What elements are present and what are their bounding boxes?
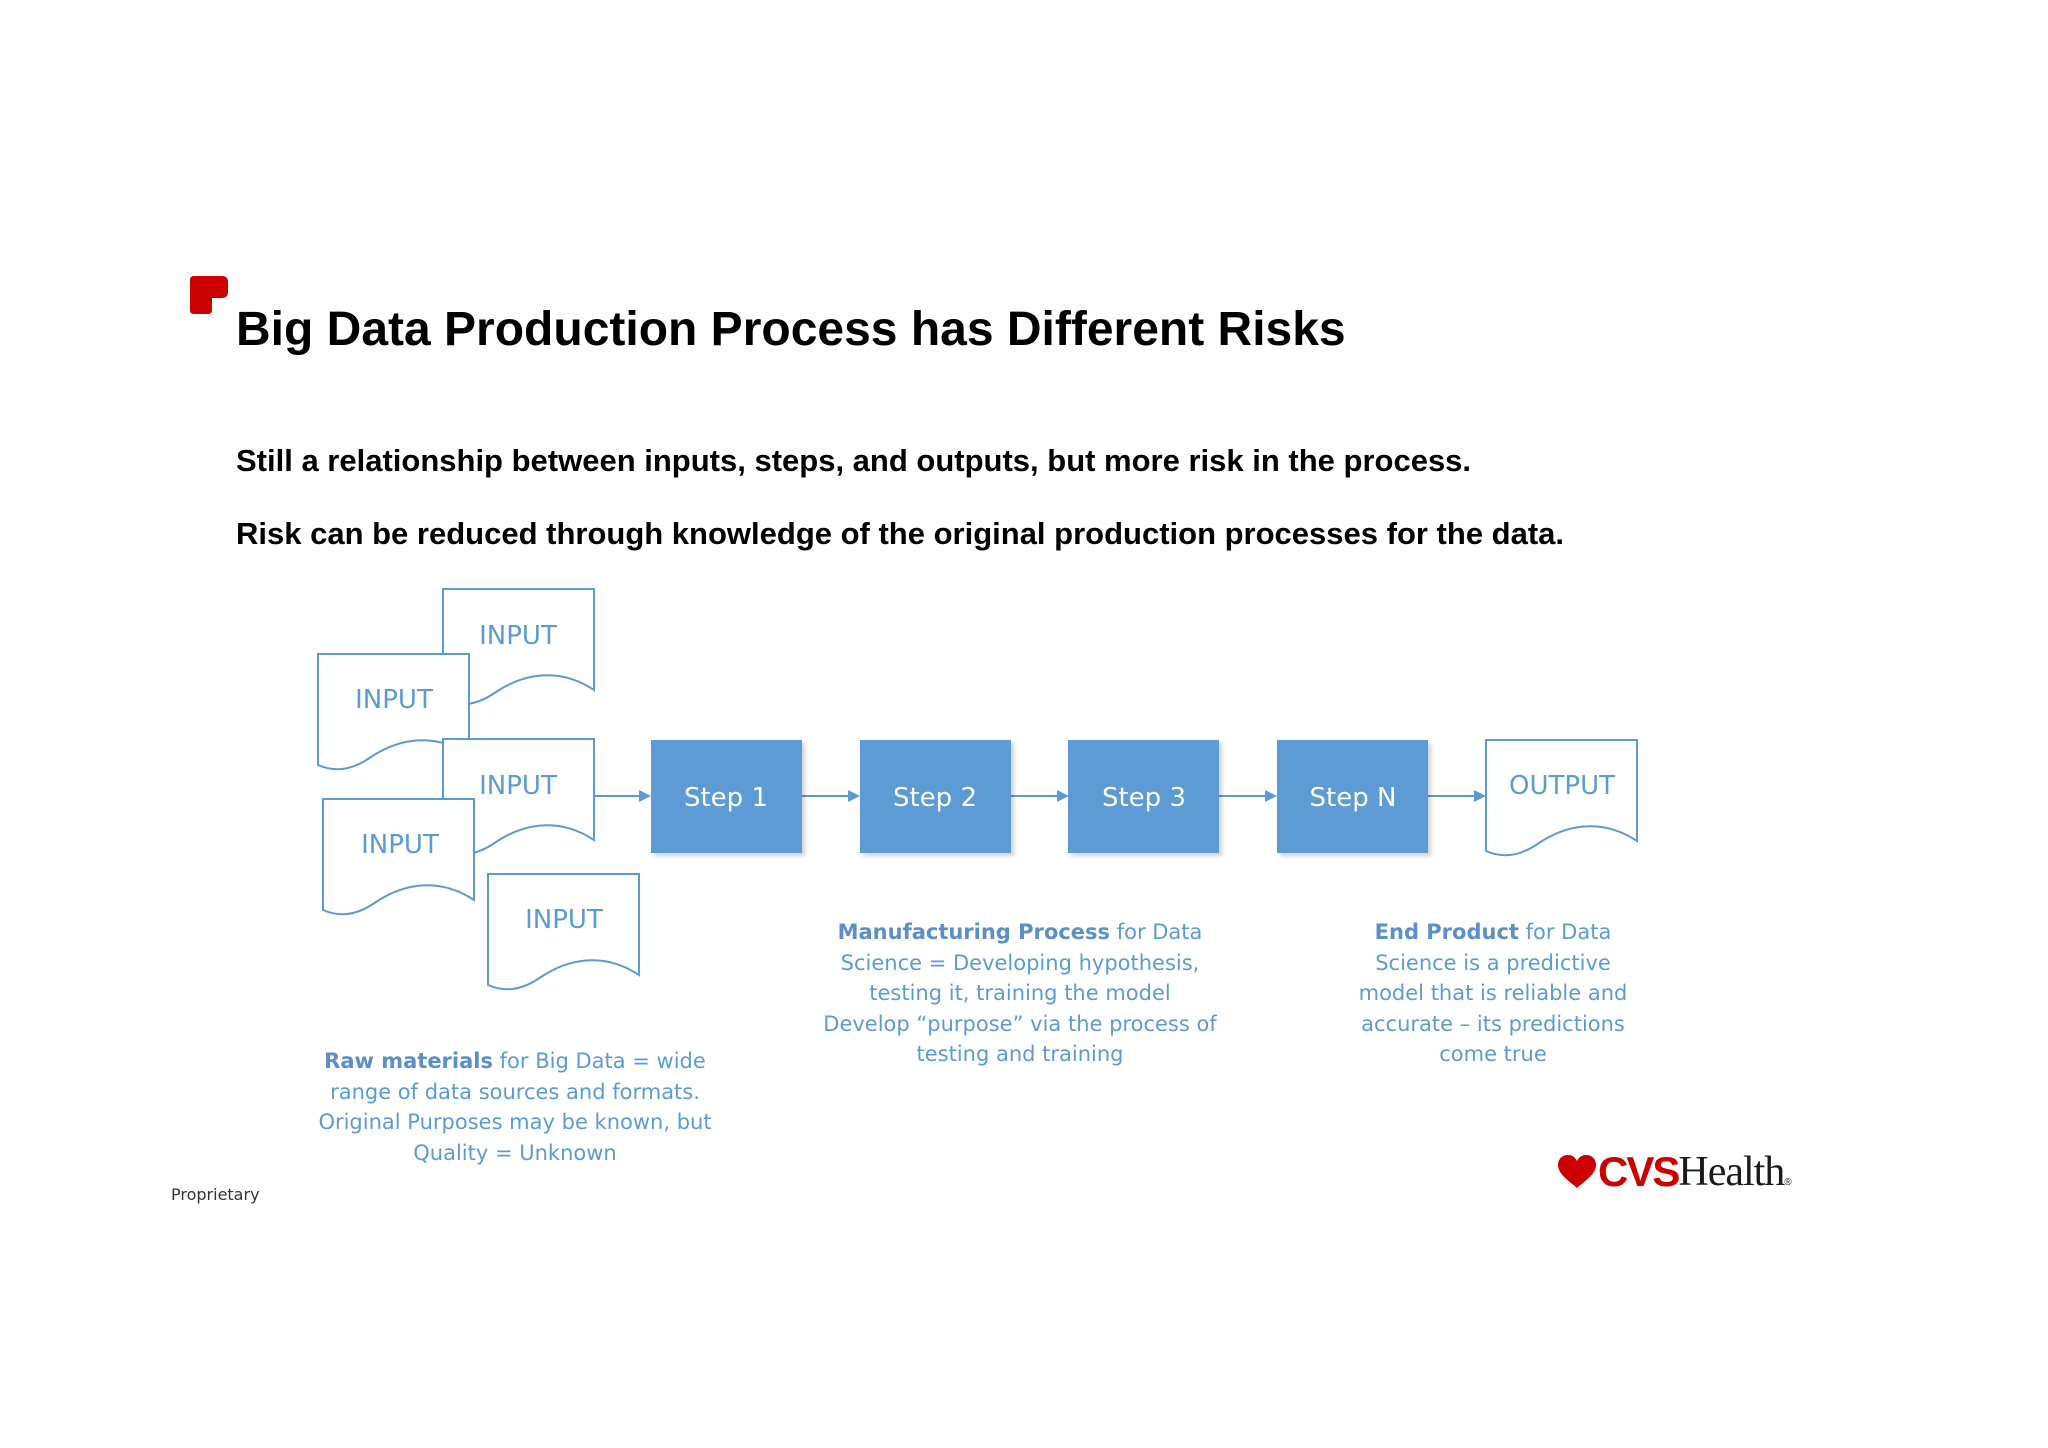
slide-title: Big Data Production Process has Differen… — [236, 303, 1346, 356]
caption-end-line: accurate – its predictions — [1361, 1011, 1625, 1036]
input-label: INPUT — [361, 830, 439, 860]
output-label: OUTPUT — [1509, 771, 1615, 801]
caption-raw-line: range of data sources and formats. — [330, 1079, 700, 1104]
cvs-health-logo: CVS Health ® — [1558, 1148, 1792, 1196]
step-box: Step 3 — [1068, 740, 1219, 853]
input-document: INPUT — [322, 798, 475, 916]
caption-end-line: Science is a predictive — [1375, 950, 1611, 975]
input-document: INPUT — [487, 873, 640, 991]
caption-end-line: come true — [1439, 1042, 1547, 1066]
caption-mfg-bold: Manufacturing Process — [837, 920, 1111, 944]
caption-end-bold: End Product — [1374, 920, 1519, 944]
caption-raw-line: Original Purposes may be known, but — [318, 1110, 712, 1134]
heart-icon — [1558, 1155, 1596, 1188]
caption-mfg-line: testing and training — [916, 1042, 1124, 1066]
input-label: INPUT — [355, 685, 433, 715]
input-document: INPUT — [442, 738, 595, 856]
logo-cvs-text: CVS — [1598, 1148, 1680, 1195]
bullet-1: Still a relationship between inputs, ste… — [236, 443, 1472, 478]
step-label: Step 3 — [1102, 783, 1186, 813]
output-document: OUTPUT — [1485, 739, 1638, 857]
step-box: Step 1 — [651, 740, 802, 853]
caption-end-line: model that is reliable and — [1358, 981, 1628, 1005]
input-label: INPUT — [479, 621, 557, 651]
input-document: INPUT — [317, 653, 470, 771]
caption-manufacturing: Manufacturing Process for Data Science =… — [820, 917, 1220, 1070]
caption-mfg-line: Develop “purpose” via the process of — [823, 1011, 1217, 1036]
caption-mfg-line: for Data — [1110, 920, 1203, 944]
logo-registered-mark: ® — [1784, 1177, 1792, 1188]
step-label: Step 1 — [684, 783, 768, 813]
caption-raw-line: for Big Data = wide — [492, 1049, 706, 1073]
bullet-2: Risk can be reduced through knowledge of… — [236, 516, 1565, 551]
caption-mfg-line: Science = Developing hypothesis, — [840, 950, 1200, 975]
footer-proprietary: Proprietary — [171, 1185, 260, 1204]
accent-mark-icon — [190, 276, 228, 314]
step-box: Step N — [1277, 740, 1428, 853]
caption-end-line: for Data — [1518, 920, 1612, 944]
input-label: INPUT — [479, 771, 557, 801]
caption-end-product: End Product for Data Science is a predic… — [1342, 917, 1644, 1070]
logo-health-text: Health — [1678, 1149, 1785, 1195]
input-label: INPUT — [525, 905, 603, 935]
step-label: Step 2 — [893, 783, 977, 813]
step-box: Step 2 — [860, 740, 1011, 853]
caption-raw-materials: Raw materials for Big Data = wide range … — [300, 1046, 730, 1168]
step-label: Step N — [1310, 783, 1397, 813]
caption-raw-bold: Raw materials — [324, 1049, 493, 1073]
caption-raw-line: Quality = Unknown — [413, 1140, 617, 1165]
caption-mfg-line: testing it, training the model — [869, 981, 1171, 1005]
